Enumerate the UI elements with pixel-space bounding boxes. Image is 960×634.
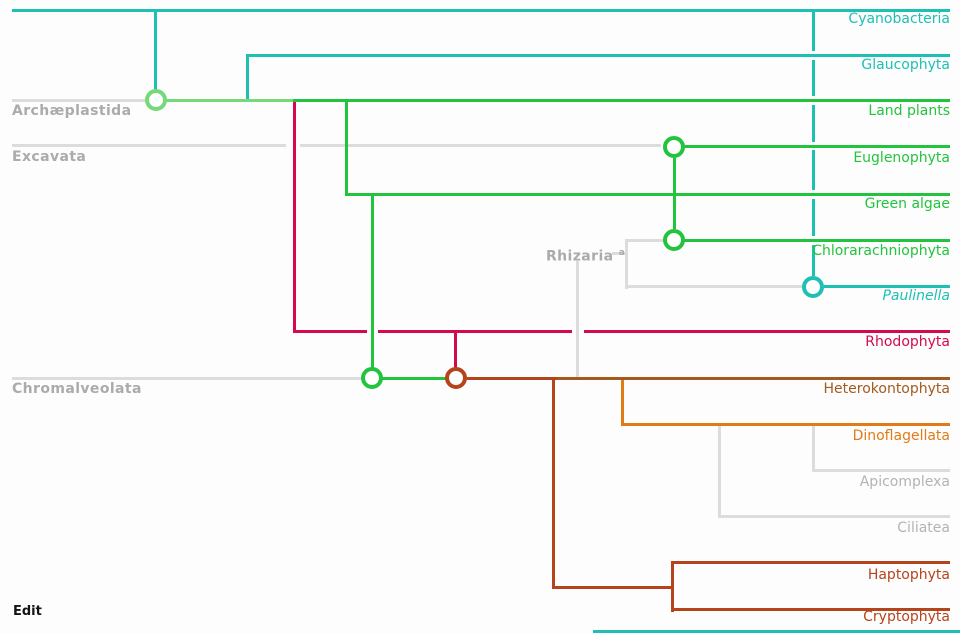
label-chlorarachniophyta[interactable]: Chlorarachniophyta [812, 243, 950, 259]
label-excavata[interactable]: Excavata [12, 149, 87, 165]
archaeplastida-host-line [12, 99, 145, 102]
chromalveolata-green-endosymbiosis-node [361, 367, 383, 389]
label-glaucophyta[interactable]: Glaucophyta [861, 57, 950, 73]
label-haptophyta[interactable]: Haptophyta [867, 567, 950, 583]
edit-link[interactable]: Edit [13, 604, 42, 619]
chromalveolata-red-stem-line [467, 377, 557, 380]
label-heterokontophyta[interactable]: Heterokontophyta [823, 381, 950, 397]
dinoflagellata-line [621, 380, 950, 426]
paulinella-line [824, 285, 950, 288]
hapto-crypto-stem-line [552, 380, 673, 589]
label-land-plants[interactable]: Land plants [868, 103, 950, 119]
primary-endosymbiosis-node [145, 89, 167, 111]
archaeplastida-stem-line [156, 99, 294, 102]
chlorarachniophyta-endosymbiosis-node [663, 229, 685, 251]
rhizaria-stem-line [576, 261, 579, 377]
label-cryptophyta[interactable]: Cryptophyta [863, 609, 950, 625]
label-apicomplexa[interactable]: Apicomplexa [859, 474, 950, 490]
rhodophyta-line-seg2 [378, 330, 572, 333]
paulinella-drop-segment [812, 105, 815, 142]
chromalveolata-green-drop-line [371, 196, 374, 369]
rhodophyta-stem-line [293, 102, 296, 332]
euglenophyta-line [684, 145, 950, 148]
rhodophyta-line-seg3 [584, 330, 950, 333]
red-plastid-donor-line [454, 333, 457, 368]
chromalveolata-red-endosymbiosis-node [445, 367, 467, 389]
euglenophyta-endosymbiosis-node [663, 136, 685, 158]
bottom-edge-teal-line [593, 630, 960, 633]
heterokontophyta-line [557, 377, 950, 380]
paulinella-drop-segment [812, 199, 815, 236]
land-plants-line [293, 99, 950, 102]
label-euglenophyta[interactable]: Euglenophyta [853, 150, 950, 166]
apicomplexa-branch-line [812, 426, 950, 472]
haptophyta-line [671, 561, 950, 564]
cyanobacteria-line [12, 9, 950, 12]
chlorarachniophyta-line [684, 239, 950, 242]
label-chromalveolata[interactable]: Chromalveolata [12, 381, 142, 397]
rhizaria-bracket-line [625, 239, 628, 289]
excavata-line-right [300, 144, 661, 147]
label-archaeplastida[interactable]: Archæplastida [12, 103, 132, 119]
rhizaria-footnote-sup: a [618, 248, 626, 258]
rhizaria-connector-line [612, 252, 628, 255]
glaucophyta-line [246, 54, 950, 102]
label-rhizaria[interactable]: Rhizaria a [546, 246, 625, 265]
green-algae-donor-line [673, 158, 676, 229]
rhodophyta-line-seg1 [293, 330, 367, 333]
primary-endosymbiosis-drop-line [154, 9, 157, 92]
rhizaria-text: Rhizaria [546, 248, 614, 265]
hapto-crypto-bracket-line [671, 561, 674, 612]
paulinella-drop-segment [812, 150, 815, 190]
chromalveolata-host-line [12, 377, 361, 380]
label-paulinella[interactable]: Paulinella [882, 288, 950, 304]
ciliatea-branch-line [718, 426, 950, 518]
excavata-line-left [12, 144, 286, 147]
green-algae-line [345, 102, 950, 196]
paulinella-drop-segment [812, 12, 815, 51]
chromalveolata-node-connector-line [382, 377, 446, 380]
label-green-algae[interactable]: Green algae [864, 196, 950, 212]
cryptophyta-line [671, 608, 950, 611]
label-cyanobacteria[interactable]: Cyanobacteria [848, 11, 950, 27]
label-rhodophyta[interactable]: Rhodophyta [865, 334, 950, 350]
label-ciliatea[interactable]: Ciliatea [897, 520, 950, 536]
paulinella-drop-segment [812, 60, 815, 96]
paulinella-drop-segment [812, 245, 815, 276]
chlorarachniophyta-host-line [628, 239, 664, 242]
label-dinoflagellata[interactable]: Dinoflagellata [852, 428, 950, 444]
paulinella-endosymbiosis-node [802, 276, 824, 298]
paulinella-host-line [628, 285, 804, 288]
